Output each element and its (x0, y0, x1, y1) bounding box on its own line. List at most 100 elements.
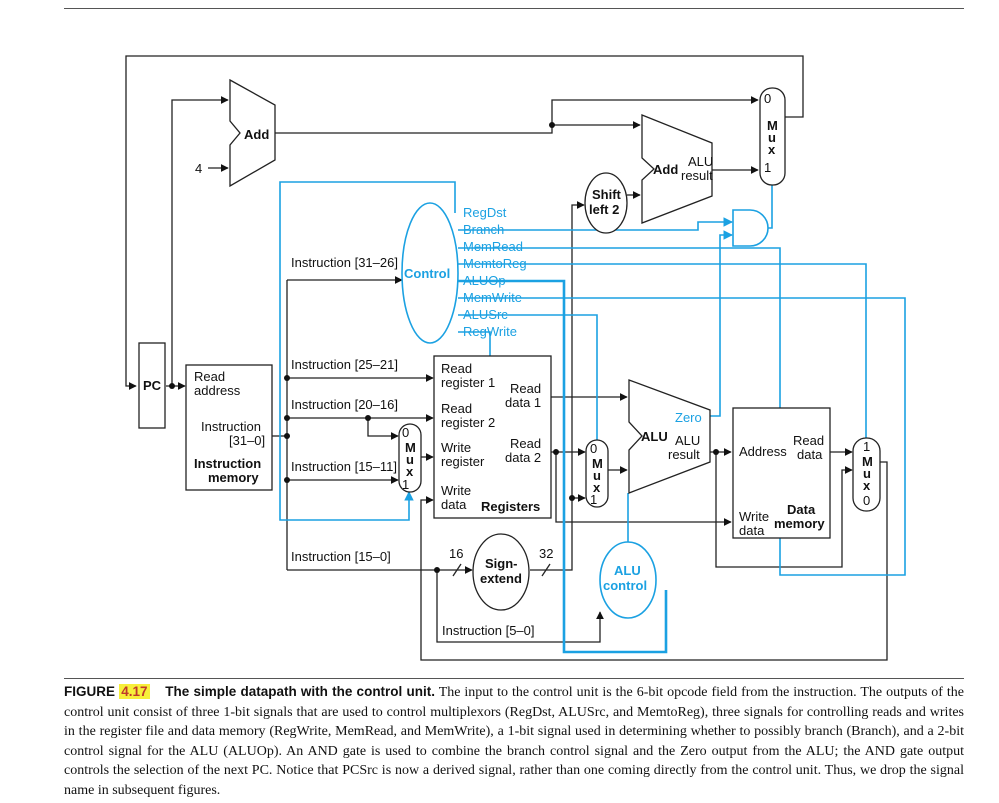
instruction-field-labels: Instruction [31–26] Instruction [25–21] … (291, 255, 535, 638)
svg-text:Control: Control (404, 266, 450, 281)
svg-text:1: 1 (402, 477, 409, 492)
svg-text:M: M (767, 118, 778, 133)
svg-text:Write: Write (441, 440, 471, 455)
svg-text:M: M (405, 440, 416, 455)
and-gate (732, 209, 769, 247)
svg-text:1: 1 (764, 160, 771, 175)
memtoreg-mux: 1 M u x 0 (852, 437, 881, 512)
svg-text:data: data (739, 523, 765, 538)
svg-text:data 1: data 1 (505, 395, 541, 410)
signal-branch: Branch (463, 222, 504, 237)
svg-text:Instruction [15–11]: Instruction [15–11] (291, 459, 397, 474)
svg-text:x: x (863, 478, 871, 493)
shift-left-2: Shift left 2 (584, 172, 628, 234)
svg-text:register 1: register 1 (441, 375, 495, 390)
signal-memwrite: MemWrite (463, 290, 522, 305)
svg-text:control: control (603, 578, 647, 593)
instruction-memory: Read address Instruction [31–0] Instruct… (185, 364, 273, 491)
svg-text:M: M (592, 456, 603, 471)
junction-dots (169, 122, 719, 573)
figure-caption-text: The input to the control unit is the 6-b… (64, 685, 964, 798)
signal-regwrite: RegWrite (463, 324, 517, 339)
svg-text:PC: PC (143, 378, 162, 393)
pcsrc-mux: 0 M u x 1 (759, 87, 786, 186)
datapath-diagram: PC Add 4 Read address Instruction [31–0]… (125, 55, 906, 661)
svg-text:Instruction [5–0]: Instruction [5–0] (442, 623, 535, 638)
svg-text:32: 32 (539, 546, 553, 561)
svg-text:Zero: Zero (675, 410, 702, 425)
svg-text:x: x (406, 464, 414, 479)
svg-text:Data: Data (787, 502, 816, 517)
svg-text:ALU: ALU (641, 429, 668, 444)
svg-text:Instruction [25–21]: Instruction [25–21] (291, 357, 398, 372)
signal-alusrc: ALUSrc (463, 307, 508, 322)
figure-label: FIGURE 4.17 (64, 684, 150, 699)
svg-text:register: register (441, 454, 485, 469)
svg-text:Read: Read (441, 361, 472, 376)
svg-text:Read: Read (194, 369, 225, 384)
svg-text:register 2: register 2 (441, 415, 495, 430)
svg-text:u: u (768, 130, 776, 145)
svg-text:Write: Write (441, 483, 471, 498)
svg-text:data: data (441, 497, 467, 512)
svg-text:Sign-: Sign- (485, 556, 518, 571)
svg-text:result: result (668, 447, 700, 462)
signal-aluop: ALUOp (463, 273, 506, 288)
svg-text:Read: Read (793, 433, 824, 448)
svg-text:1: 1 (863, 439, 870, 454)
svg-text:u: u (593, 468, 601, 483)
svg-text:Write: Write (739, 509, 769, 524)
pc-register: PC (138, 342, 166, 429)
svg-text:Add: Add (653, 162, 678, 177)
svg-text:Registers: Registers (481, 499, 540, 514)
svg-text:4: 4 (195, 161, 202, 176)
figure-number: 4.17 (119, 684, 150, 699)
svg-text:Shift: Shift (592, 187, 622, 202)
svg-text:ALU: ALU (688, 154, 713, 169)
svg-text:x: x (593, 480, 601, 495)
figure-word: FIGURE (64, 684, 116, 699)
control-wires (279, 181, 906, 654)
figure-caption: FIGURE 4.17 The simple datapath with the… (64, 682, 964, 800)
svg-text:1: 1 (590, 492, 597, 507)
svg-text:0: 0 (863, 493, 870, 508)
signal-regdst: RegDst (463, 205, 507, 220)
regdst-mux: 0 M u x 1 (398, 423, 422, 493)
signal-memtoreg: MemtoReg (463, 256, 527, 271)
svg-text:data: data (797, 447, 823, 462)
signal-memread: MemRead (463, 239, 523, 254)
top-rule (64, 8, 964, 9)
control-signal-labels: RegDst Branch MemRead MemtoReg ALUOp Mem… (463, 205, 527, 339)
svg-text:x: x (768, 142, 776, 157)
svg-text:extend: extend (480, 571, 522, 586)
svg-text:Read: Read (510, 436, 541, 451)
svg-text:M: M (862, 454, 873, 469)
svg-text:Read: Read (510, 381, 541, 396)
svg-text:Instruction [15–0]: Instruction [15–0] (291, 549, 391, 564)
svg-text:u: u (406, 452, 414, 467)
data-memory: Address Read data Write data Data memory (732, 407, 831, 539)
svg-text:u: u (863, 466, 871, 481)
control-unit: Control (401, 202, 459, 344)
branch-adder: Add ALU result (641, 114, 713, 224)
svg-text:Add: Add (244, 127, 269, 142)
svg-text:data 2: data 2 (505, 450, 541, 465)
svg-text:memory: memory (774, 516, 825, 531)
figure-title: The simple datapath with the control uni… (165, 684, 435, 699)
pc-adder: Add 4 (195, 78, 276, 188)
svg-text:Instruction: Instruction (194, 456, 261, 471)
svg-text:result: result (681, 168, 713, 183)
svg-text:Instruction: Instruction (201, 419, 261, 434)
svg-text:0: 0 (402, 425, 409, 440)
svg-text:0: 0 (590, 441, 597, 456)
datapath-wires (125, 55, 888, 661)
register-file: Read register 1 Read register 2 Write re… (433, 355, 552, 519)
caption-rule (64, 678, 964, 679)
sign-extend: Sign- extend 16 32 (449, 533, 553, 611)
alusrc-mux: 0 M u x 1 (585, 439, 609, 508)
svg-text:Instruction [31–26]: Instruction [31–26] (291, 255, 398, 270)
svg-text:ALU: ALU (614, 563, 641, 578)
svg-text:Read: Read (441, 401, 472, 416)
svg-text:16: 16 (449, 546, 463, 561)
main-alu: ALU Zero ALU result (628, 379, 711, 494)
